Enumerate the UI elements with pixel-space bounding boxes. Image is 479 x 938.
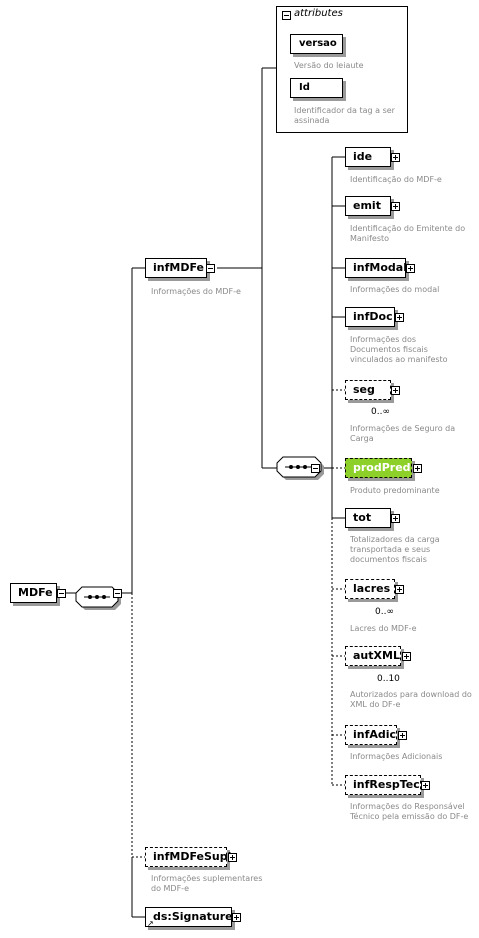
element-description: Produto predominante xyxy=(350,486,440,495)
element-tot[interactable]: tot xyxy=(345,508,391,528)
element-description: Identificação do MDF-e xyxy=(350,175,442,184)
collapse-icon[interactable] xyxy=(113,589,122,598)
attribute-versao[interactable]: versao xyxy=(290,34,343,54)
element-description: Totalizadores da carga transportada e se… xyxy=(350,535,440,564)
element-emit[interactable]: emit xyxy=(345,196,391,216)
element-description: Informações Adicionais xyxy=(350,752,443,761)
attribute-id[interactable]: Id xyxy=(290,78,343,98)
element-autxml[interactable]: autXML xyxy=(345,646,401,666)
element-infresptec[interactable]: infRespTec xyxy=(345,775,421,795)
element-prodpred[interactable]: prodPred xyxy=(345,458,412,478)
expand-icon[interactable] xyxy=(395,313,404,322)
element-description: Informações do Responsável Técnico pela … xyxy=(350,802,469,821)
expand-icon[interactable] xyxy=(395,585,404,594)
element-description: Informações suplementares do MDF-e xyxy=(151,874,263,893)
expand-icon[interactable] xyxy=(398,731,407,740)
sequence-compositor-root xyxy=(75,586,121,610)
expand-icon[interactable] xyxy=(391,202,400,211)
expand-icon[interactable] xyxy=(406,264,415,273)
element-infmdfesupl[interactable]: infMDFeSupl xyxy=(145,847,231,867)
element-description: Identificação do Emitente do Manifesto xyxy=(350,224,466,243)
element-lacres[interactable]: lacres xyxy=(345,579,395,599)
element-description: Informações do MDF-e xyxy=(151,287,241,296)
sequence-compositor-infmdfe xyxy=(276,456,324,480)
element-infmodal[interactable]: infModal xyxy=(345,258,407,278)
collapse-icon[interactable] xyxy=(206,264,215,273)
expand-icon[interactable] xyxy=(391,514,400,523)
expand-icon[interactable] xyxy=(232,913,241,922)
expand-icon[interactable] xyxy=(413,464,422,473)
element-infmdfe[interactable]: infMDFe xyxy=(145,258,207,278)
element-description: Informações de Seguro da Carga xyxy=(350,424,456,443)
element-description: Informações dos Documentos fiscais vincu… xyxy=(350,335,448,364)
multiplicity-label: 0..10 xyxy=(377,674,400,684)
collapse-icon[interactable] xyxy=(57,589,66,598)
element-infdoc[interactable]: infDoc xyxy=(345,307,395,327)
element-seg[interactable]: seg xyxy=(345,380,391,400)
expand-icon[interactable] xyxy=(402,652,411,661)
multiplicity-label: 0..∞ xyxy=(375,607,394,617)
expand-icon[interactable] xyxy=(228,853,237,862)
expand-icon[interactable] xyxy=(421,781,430,790)
element-ide[interactable]: ide xyxy=(345,147,391,167)
expand-icon[interactable] xyxy=(391,386,400,395)
attribute-description: Identificador da tag a ser assinada xyxy=(294,106,395,125)
multiplicity-label: 0..∞ xyxy=(371,407,390,417)
element-description: Autorizados para download do XML do DF-e xyxy=(350,690,472,709)
attribute-description: Versão do leiaute xyxy=(294,61,364,70)
element-description: Informações do modal xyxy=(350,285,440,294)
attributes-group xyxy=(276,6,408,133)
reference-arrow-icon: ↗ xyxy=(147,919,154,928)
expand-icon[interactable] xyxy=(391,153,400,162)
element-infadic[interactable]: infAdic xyxy=(345,725,397,745)
collapse-icon[interactable] xyxy=(311,464,320,473)
attributes-title: attributes xyxy=(294,8,343,19)
element-description: Lacres do MDF-e xyxy=(350,624,417,633)
element-ds-signature[interactable]: ds:Signature xyxy=(145,907,233,927)
collapse-icon[interactable] xyxy=(282,11,291,20)
element-mdfe[interactable]: MDFe xyxy=(10,583,57,603)
